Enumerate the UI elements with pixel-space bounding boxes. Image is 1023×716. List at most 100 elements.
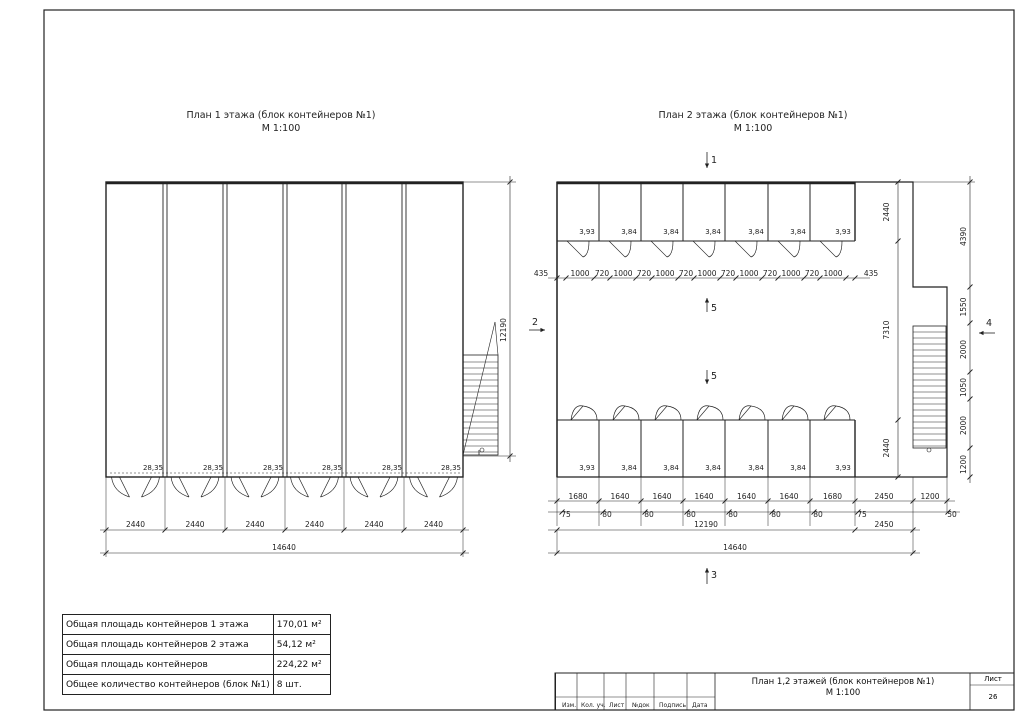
dim-tick [649,275,655,281]
door-leaf [819,240,837,258]
room-width: 1640 [779,492,798,501]
door-swing [409,476,428,498]
offset-dim: 75 [561,510,571,519]
door-swing [793,405,809,421]
door-leaf [320,476,331,498]
container-area: 28,35 [263,464,283,472]
container-area: 28,35 [143,464,163,472]
container-width: 2440 [305,520,324,529]
door-swing [738,405,752,421]
dim-tick [855,509,861,515]
room-area: 3,84 [621,228,637,236]
stamp-header: Изм. [562,702,577,709]
room-width: 1640 [737,492,756,501]
stair-start [926,447,932,453]
door-leaf [439,476,450,498]
plan1-title: План 1 этажа (блок контейнеров №1) [187,110,376,121]
vertical-dim: 2440 [882,438,891,457]
container-area: 28,35 [203,464,223,472]
table-row: Общая площадь контейнеров 1 этажа 170,01… [62,614,331,635]
vertical-dim: 2440 [882,202,891,221]
door-leaf [119,476,130,498]
door-leaf [612,405,626,421]
dim-tick [807,498,813,504]
section-mark: 2 [532,317,538,328]
room-width: 1680 [823,492,842,501]
dim-tick [600,509,606,515]
door-dim: 1000 [697,269,716,278]
door-swing [781,405,795,421]
dim-tick [633,275,639,281]
room-area: 3,84 [663,228,679,236]
dim-tick [559,509,565,515]
door-leaf [654,405,668,421]
door-dim: 1000 [613,269,632,278]
door-dim: 1000 [655,269,674,278]
plan2-12190: 12190 [694,520,718,529]
room-width: 1640 [652,492,671,501]
room-area: 3,93 [835,464,851,472]
container-area: 28,35 [441,464,461,472]
right-width: 1200 [920,492,939,501]
plan2-2450: 2450 [874,520,893,529]
dim-tick [775,275,781,281]
door-leaf [692,240,710,258]
door-swing [379,476,399,498]
door-leaf [696,405,710,421]
summary-label: Общая площадь контейнеров [62,654,274,675]
door-dim: 720 [595,269,610,278]
room-width: 1640 [694,492,713,501]
dim-tick [910,550,916,556]
dim-tick [843,275,849,281]
dim-tick [596,498,602,504]
container-area: 28,35 [322,464,342,472]
stair-arrow [494,321,499,356]
summary-value: 170,01 м² [272,614,331,635]
dim-tick [895,474,901,480]
door-swing [260,476,280,498]
stair [912,325,947,449]
door-swing [612,405,626,421]
plan2-14640: 14640 [723,543,747,552]
door-swing [200,476,220,498]
container-width: 2440 [245,520,264,529]
dim-tick [607,275,613,281]
dim-tick [103,550,109,556]
door-swing [570,405,584,421]
dim-tick [817,275,823,281]
offset-dim: 80 [686,510,696,519]
room-width: 1640 [610,492,629,501]
dim-tick [401,527,407,533]
dim-tick [222,527,228,533]
room-area: 3,84 [621,464,637,472]
section-arrowhead [704,298,710,303]
room-area: 3,93 [835,228,851,236]
stair-arrow [462,321,496,456]
dim-tick [967,369,973,375]
dim-tick [554,275,560,281]
dim-tick [895,179,901,185]
door-swing [696,405,710,421]
room-area: 3,84 [748,228,764,236]
dim-tick [554,550,560,556]
door-swing [582,240,590,258]
dim-tick [162,527,168,533]
door-swing [582,405,598,421]
door-dim: 720 [763,269,778,278]
door-leaf [777,240,795,258]
section-arrowhead [540,327,545,333]
door-dim: 720 [721,269,736,278]
dim-tick [642,509,648,515]
door-leaf [650,240,668,258]
door-dim: 1000 [739,269,758,278]
door-swing [111,476,130,498]
drawing-scale: М 1:100 [825,688,861,698]
dim-tick [811,509,817,515]
door-swing [320,476,339,498]
door-swing [624,405,640,421]
section-mark: 5 [711,303,717,314]
door-swing [708,240,716,258]
vertical-dim: 2000 [959,416,968,435]
drawing-name-line: План 1,2 этажей (блок контейнеров №1) [751,677,935,687]
door-swing [349,476,369,498]
